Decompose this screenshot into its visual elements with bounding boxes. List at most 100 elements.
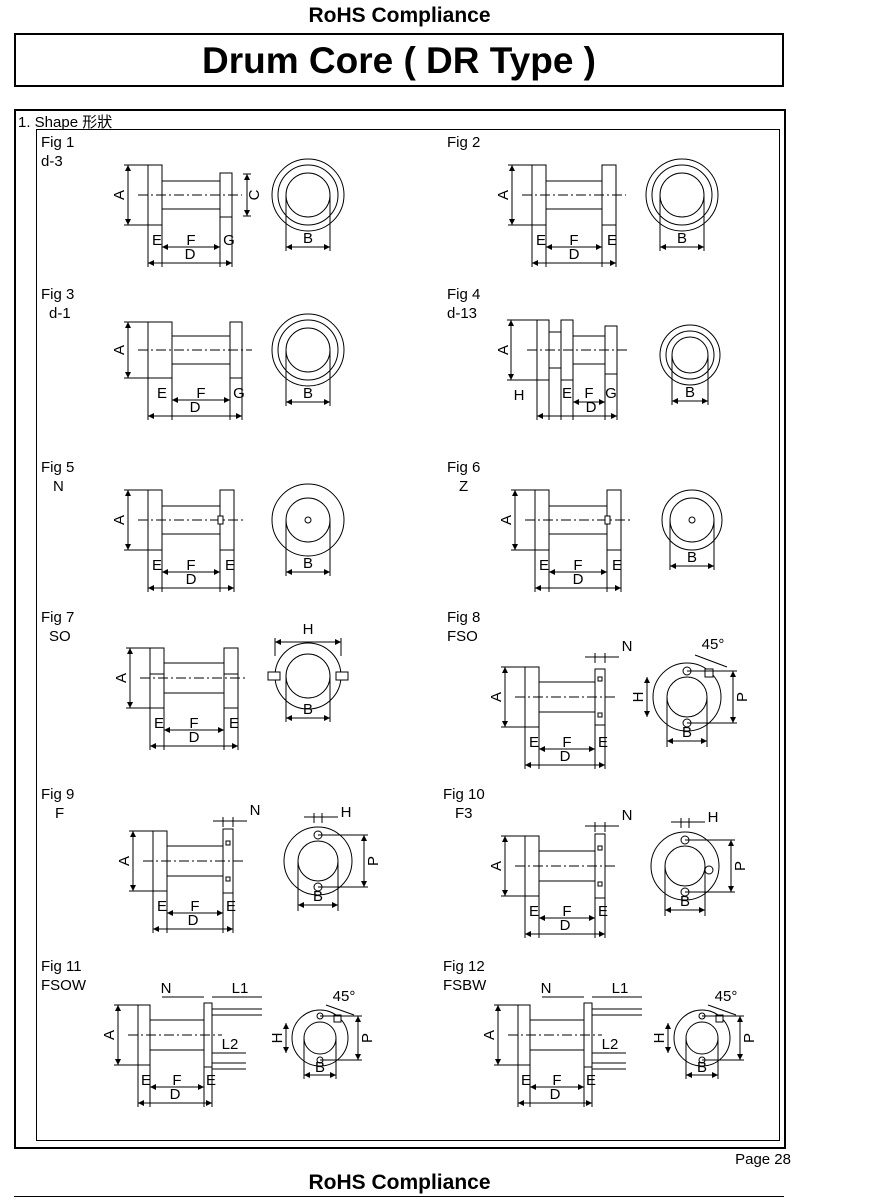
dim-label-l1: L1 — [232, 980, 249, 997]
dim-label-e2: E — [586, 1072, 596, 1089]
arrow-head — [665, 1023, 671, 1029]
arrow-head — [153, 926, 159, 932]
dim-label-f: F — [186, 232, 195, 249]
dim-label-a: A — [488, 861, 505, 871]
footer-compliance: RoHS Compliance — [308, 1171, 491, 1194]
arrow-head — [601, 569, 607, 575]
arrow-head — [667, 738, 673, 744]
arrow-head — [573, 399, 579, 405]
arrow-head — [125, 490, 131, 496]
dim-label-e2: E — [598, 903, 608, 920]
end-flange-outer — [291, 1009, 349, 1067]
figure-area-frame — [36, 129, 780, 1141]
dim-label-a: A — [488, 692, 505, 702]
dim-label-a: A — [481, 1030, 498, 1040]
arrow-head — [198, 1084, 204, 1090]
dim-label-e2: G — [223, 232, 235, 249]
dim-label-d: D — [560, 748, 571, 765]
arrow-head — [244, 210, 250, 216]
arrow-head — [206, 1100, 212, 1106]
dim-label-a: A — [498, 515, 515, 525]
arrow-head — [283, 1047, 289, 1053]
dim-label-d: D — [188, 912, 199, 929]
end-core — [666, 676, 708, 718]
arrow-head — [546, 244, 552, 250]
dim-label-b: B — [685, 384, 695, 401]
arrow-head — [508, 374, 514, 380]
end-core — [669, 497, 715, 543]
arrow-head — [730, 717, 736, 723]
dim-label-e: E — [521, 1072, 531, 1089]
arrow-head — [599, 399, 605, 405]
end-core — [303, 1021, 337, 1055]
dim-label-a: A — [111, 345, 128, 355]
arrow-head — [330, 1072, 336, 1078]
dim-label-a: A — [101, 1030, 118, 1040]
arrow-head — [596, 244, 602, 250]
dim-label-d: D — [586, 399, 597, 416]
dim-label-l2: L2 — [222, 1036, 239, 1053]
end-core — [671, 336, 709, 374]
arrow-head — [244, 174, 250, 180]
mount-hole-side — [704, 865, 714, 875]
arrow-head — [737, 1054, 743, 1060]
end-core — [285, 172, 331, 218]
arrow-head — [286, 399, 292, 405]
center-hole — [688, 516, 696, 524]
arrow-head — [324, 569, 330, 575]
dim-label-e2: E — [598, 734, 608, 751]
dim-label-b: B — [303, 385, 313, 402]
arrow-head — [148, 260, 154, 266]
arrow-head — [164, 727, 170, 733]
arrow-head — [644, 711, 650, 717]
end-core — [285, 653, 331, 699]
arrow-head — [298, 902, 304, 908]
arrow-head — [502, 836, 508, 842]
dim-label-e2: E — [225, 557, 235, 574]
arrow-head — [150, 1084, 156, 1090]
dim-label-b: B — [313, 888, 323, 905]
arrow-head — [509, 219, 515, 225]
dim-label-f: F — [573, 557, 582, 574]
dim-label-e: E — [536, 232, 546, 249]
dim-label-f: F — [552, 1072, 561, 1089]
end-flange-outer — [673, 1009, 731, 1067]
header-compliance: RoHS Compliance — [308, 4, 491, 27]
arrow-head — [518, 1100, 524, 1106]
dim-label-f: F — [186, 557, 195, 574]
arrow-head — [665, 907, 671, 913]
angle-line — [707, 1004, 737, 1016]
dim-label-d: D — [569, 246, 580, 263]
arrow-head — [535, 585, 541, 591]
arrow-head — [125, 219, 131, 225]
arrow-head — [532, 260, 538, 266]
arrow-head — [699, 907, 705, 913]
dim-label-d: D — [185, 246, 196, 263]
center-hole — [304, 516, 312, 524]
arrow-head — [512, 490, 518, 496]
arrow-head — [324, 244, 330, 250]
end-core — [285, 497, 331, 543]
dim-label-n: N — [161, 980, 172, 997]
dim-label-e: E — [539, 557, 549, 574]
arrow-head — [148, 413, 154, 419]
arrow-head — [586, 1100, 592, 1106]
dim-label-d: D — [190, 399, 201, 416]
dim-label-f: F — [196, 385, 205, 402]
flange-hole — [597, 845, 603, 851]
end-flange-ring — [277, 319, 339, 381]
arrow-head — [599, 931, 605, 937]
arrow-head — [611, 413, 617, 419]
end-flange-outer — [274, 642, 342, 710]
figure-label-2: Fig 2 — [447, 134, 481, 151]
slot-notch — [333, 1014, 342, 1023]
notch-left — [267, 671, 281, 681]
arrow-head — [283, 1023, 289, 1029]
